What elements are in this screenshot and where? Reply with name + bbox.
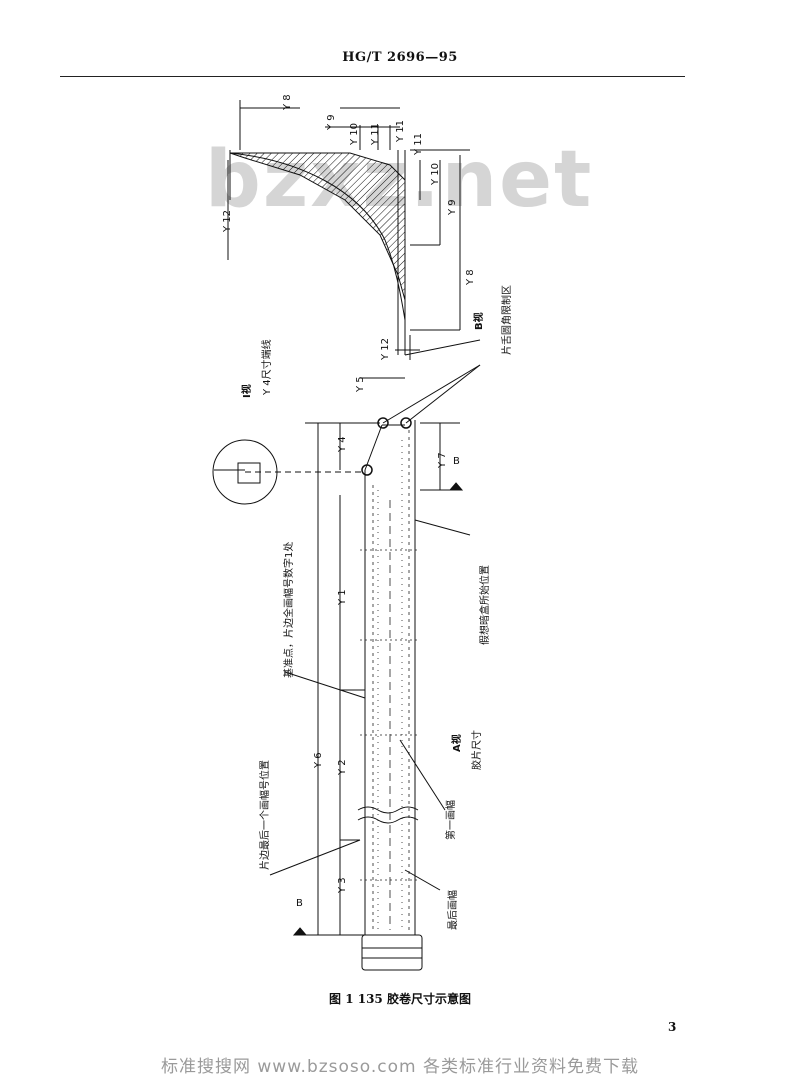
callout-first-frame: 第一画幅 bbox=[446, 800, 457, 840]
callout-reference-point: 基准点，片边全画幅号数字1处 bbox=[284, 541, 295, 678]
marker-b-bottom: B bbox=[296, 898, 303, 909]
label-y11-right: Y 11 bbox=[413, 132, 424, 155]
figure-caption: 图 1 135 胶卷尺寸示意图 bbox=[329, 992, 471, 1006]
perforation-marks bbox=[360, 430, 420, 930]
label-y10-right: Y 10 bbox=[430, 162, 441, 185]
label-y12-left: Y 12 bbox=[222, 209, 233, 232]
label-y4: Y 4 bbox=[337, 436, 348, 452]
label-y1: Y 1 bbox=[337, 589, 348, 605]
i-view-detail bbox=[212, 439, 365, 505]
label-y9-top: Y 9 bbox=[326, 114, 337, 130]
label-y11-top: Y 11 bbox=[370, 122, 381, 145]
page-number: 3 bbox=[668, 1020, 677, 1034]
marker-b-top: B bbox=[453, 456, 460, 467]
label-y9-right: Y 9 bbox=[447, 199, 458, 215]
label-y8-right: Y 8 bbox=[465, 269, 476, 285]
callout-assumed-cassette: 假想暗盒所始位置 bbox=[480, 565, 491, 645]
a-view-title: A视 bbox=[452, 734, 463, 752]
callout-last-frame: 最后画幅 bbox=[448, 890, 459, 930]
label-y10-top: Y 10 bbox=[349, 122, 360, 145]
i-view-subtitle: Y 4尺寸端线 bbox=[262, 339, 273, 395]
label-y12-bottom: Y 12 bbox=[380, 337, 391, 360]
b-view-tongue-profile bbox=[227, 100, 481, 360]
label-y7: Y 7 bbox=[437, 452, 448, 468]
standard-number-header: HG/T 2696—95 bbox=[342, 50, 458, 65]
label-y3: Y 3 bbox=[337, 877, 348, 893]
label-y2: Y 2 bbox=[337, 759, 348, 775]
i-view-title: I视 bbox=[242, 384, 253, 398]
header-rule bbox=[60, 76, 685, 77]
label-y5: Y 5 bbox=[355, 376, 366, 392]
film-strip bbox=[357, 420, 423, 971]
reference-circles bbox=[361, 417, 412, 476]
b-view-title: B视 bbox=[474, 312, 485, 330]
b-view-subtitle: 片舌圆角限制区 bbox=[502, 285, 513, 355]
label-y6: Y 6 bbox=[313, 752, 324, 768]
a-view-subtitle: 胶片尺寸 bbox=[472, 730, 483, 770]
label-y8-top: Y 8 bbox=[282, 94, 293, 110]
callout-last-frame-mark: 片边最后一个画幅号位置 bbox=[260, 760, 271, 870]
dimension-lines bbox=[269, 364, 481, 936]
label-y11-b: Y 11 bbox=[395, 119, 406, 142]
footer-watermark: 标准搜搜网 www.bzsoso.com 各类标准行业资料免费下载 bbox=[160, 1057, 639, 1077]
